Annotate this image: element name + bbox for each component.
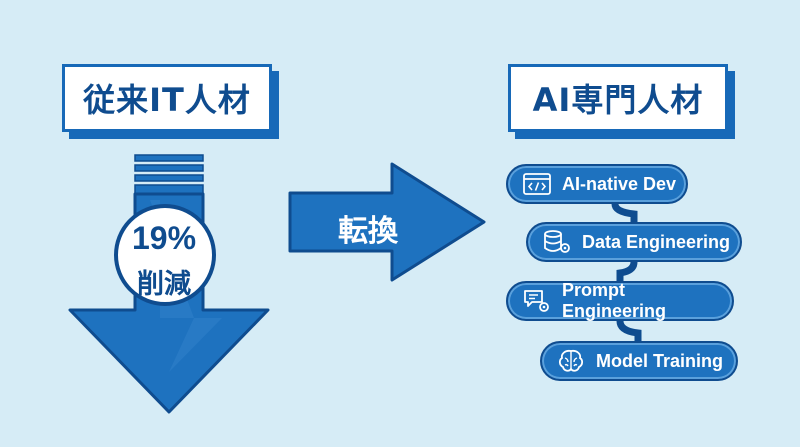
skill-model-training: Model Training bbox=[540, 341, 738, 381]
database-gear-icon bbox=[544, 230, 570, 253]
ai-talent-box: AI専門人材 bbox=[508, 64, 728, 132]
brain-icon bbox=[558, 349, 584, 372]
legacy-it-talent-box: 従来IT人材 bbox=[62, 64, 272, 132]
skill-data-engineering: Data Engineering bbox=[526, 222, 742, 262]
reduction-value: 19% bbox=[131, 220, 197, 256]
convert-label: 転換 bbox=[338, 214, 398, 249]
skill-label: AI-native Dev bbox=[562, 173, 677, 194]
skill-label: Prompt Engineering bbox=[562, 280, 667, 321]
skill-ai-native-dev: AI-native Dev bbox=[506, 164, 688, 204]
skill-prompt-engineering: Prompt Engineering bbox=[506, 280, 734, 321]
convert-arrow bbox=[288, 162, 486, 282]
skill-label: Data Engineering bbox=[582, 231, 731, 252]
reduction-badge bbox=[114, 204, 216, 306]
skill-label: Model Training bbox=[596, 350, 724, 371]
code-window-icon bbox=[523, 173, 551, 195]
skill-connector bbox=[616, 261, 638, 281]
legacy-it-talent-title: 従来IT人材 bbox=[83, 81, 251, 119]
skill-connector bbox=[611, 203, 638, 222]
chat-gear-icon bbox=[524, 290, 549, 312]
reduction-label: 削減 bbox=[137, 269, 191, 300]
skill-connector bbox=[616, 320, 642, 341]
ai-talent-title: AI専門人材 bbox=[532, 81, 704, 119]
